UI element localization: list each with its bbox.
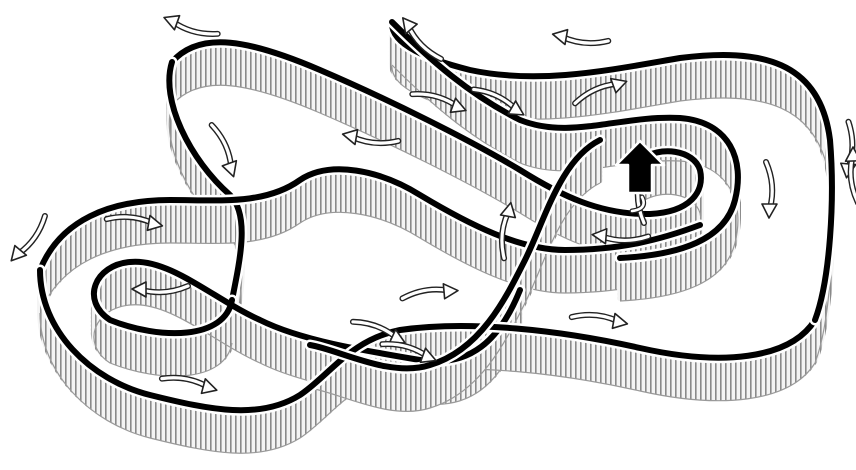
curved-arrow-icon	[571, 306, 629, 330]
curved-arrow-icon	[762, 162, 777, 218]
curved-arrow-icon	[551, 27, 609, 51]
curved-arrow-icon	[401, 283, 458, 303]
